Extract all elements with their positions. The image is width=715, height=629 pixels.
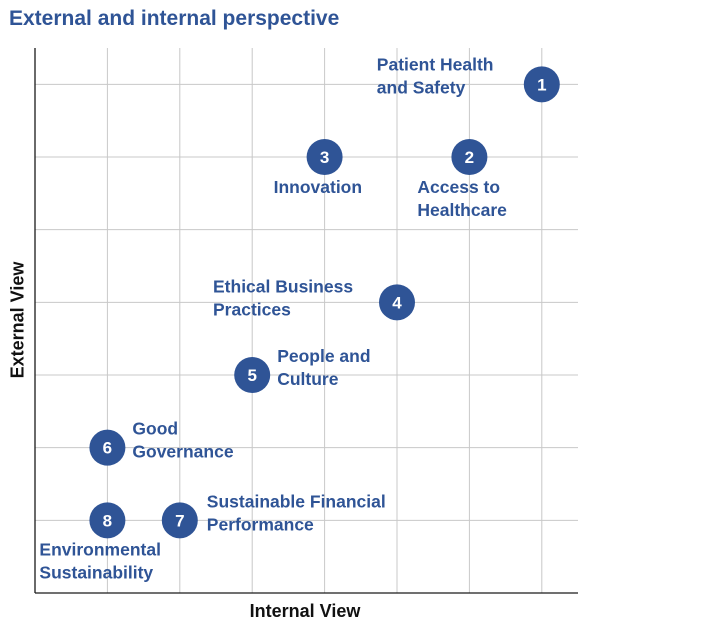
- point-label-line: Environmental: [39, 539, 161, 559]
- point-marker: [523, 66, 560, 103]
- point-marker: [379, 284, 415, 321]
- point-number: 6: [103, 439, 112, 458]
- point-marker: [306, 139, 343, 175]
- point-label-line: Good: [132, 419, 178, 439]
- point-marker: [451, 139, 488, 175]
- data-point: 1 Patient Health and Safety: [377, 54, 560, 103]
- grid-lines: [35, 48, 578, 593]
- point-label: Access to Healthcare: [417, 177, 507, 220]
- point-label-line: People and: [277, 346, 370, 366]
- chart-title: External and internal perspective: [9, 7, 340, 30]
- y-axis-label: External View: [7, 261, 28, 379]
- point-label-line: Innovation: [274, 177, 362, 197]
- point-number: 2: [465, 148, 474, 167]
- point-label-line: Ethical Business: [213, 276, 353, 296]
- point-number: 3: [320, 148, 329, 167]
- point-label-line: Practices: [213, 299, 291, 319]
- point-label-line: Sustainable Financial: [207, 491, 386, 511]
- point-number: 8: [103, 511, 112, 530]
- point-marker: [161, 502, 198, 539]
- point-label: Innovation: [274, 177, 362, 197]
- point-label-line: Governance: [132, 442, 233, 462]
- point-label-line: Patient Health: [377, 54, 494, 74]
- point-label-line: Access to: [417, 177, 500, 197]
- point-number: 5: [247, 366, 256, 385]
- point-marker: [89, 502, 126, 539]
- point-label: Patient Health and Safety: [377, 54, 494, 97]
- point-label-line: Performance: [207, 514, 314, 534]
- point-number: 7: [175, 511, 184, 530]
- point-label-line: Culture: [277, 369, 339, 389]
- point-label-line: Healthcare: [417, 200, 507, 220]
- point-marker: [234, 357, 271, 393]
- point-label-line: Sustainability: [39, 562, 153, 582]
- point-number: 4: [392, 293, 402, 312]
- point-number: 1: [537, 75, 546, 94]
- point-label-line: and Safety: [377, 77, 466, 97]
- x-axis-label: Internal View: [249, 601, 361, 621]
- point-marker: [89, 429, 126, 466]
